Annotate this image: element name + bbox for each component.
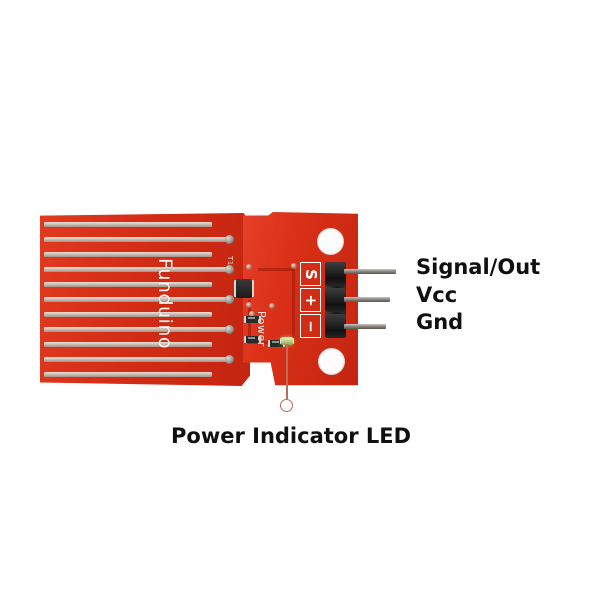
pin-label-vcc: + (301, 293, 320, 307)
mounting-hole-bottom (318, 348, 345, 375)
probe-trace-pad (225, 325, 234, 334)
pcb-via (249, 311, 255, 317)
transistor-sot23 (236, 279, 252, 298)
header-pin-gnd (344, 324, 386, 329)
probe-trace-pad (225, 295, 234, 304)
label-power-indicator-led: Power Indicator LED (171, 424, 412, 448)
probe-trace (44, 372, 212, 377)
smd-resistor (244, 336, 261, 343)
pcb-copper-trace (292, 268, 295, 340)
pin-label-box-gnd: − (300, 314, 321, 338)
pcb-via (291, 263, 297, 269)
probe-trace (44, 267, 229, 272)
pcb-bottom-cutout (0, 10, 40, 34)
probe-trace (44, 237, 229, 242)
callout-leader-line (286, 344, 288, 399)
probe-trace (44, 252, 212, 257)
pin-label-box-signal: S (300, 262, 321, 286)
power-indicator-led (281, 337, 293, 345)
silkscreen-component-ref: T1 (226, 256, 234, 266)
probe-trace-pad (225, 235, 234, 244)
probe-trace-pad (225, 265, 234, 274)
header-pin-vcc (344, 297, 390, 302)
pin-header-lobe (325, 288, 346, 312)
pin-label-gnd: − (301, 319, 320, 333)
probe-trace-pad (225, 355, 234, 364)
silkscreen-brand: Funduino (154, 258, 176, 350)
mounting-hole-top (317, 228, 344, 255)
pcb-copper-trace (258, 268, 294, 271)
probe-trace (44, 222, 212, 227)
probe-trace (44, 282, 212, 287)
pcb-via (269, 303, 275, 309)
probe-trace (44, 297, 229, 302)
header-pin-signal (344, 269, 396, 274)
probe-trace (44, 357, 229, 362)
silkscreen-power-label: Power (255, 311, 268, 347)
pcb-via (246, 264, 252, 270)
probe-trace (44, 312, 212, 317)
label-gnd: Gnd (416, 310, 464, 334)
pcb-via (246, 302, 252, 308)
callout-leader-circle (280, 399, 293, 412)
pin-header-lobe (325, 314, 346, 338)
pin-header-lobe (325, 262, 346, 286)
pcb-top-notch (0, 0, 22, 10)
probe-trace (44, 342, 212, 347)
label-signal-out: Signal/Out (416, 255, 541, 279)
probe-trace (44, 327, 229, 332)
label-vcc: Vcc (416, 283, 458, 307)
pin-label-signal: S (302, 268, 320, 280)
smd-resistor (244, 316, 261, 323)
pcb-copper-trace (248, 341, 280, 344)
pin-label-box-vcc: + (300, 288, 321, 312)
